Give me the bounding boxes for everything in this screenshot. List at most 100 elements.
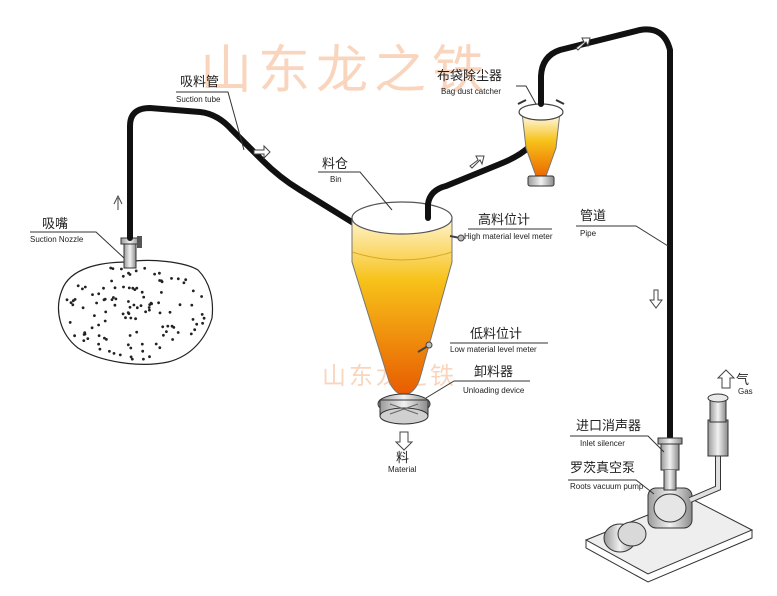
leader-bag-dust-catcher xyxy=(516,85,537,105)
pile-dot xyxy=(71,299,75,303)
pile-dot xyxy=(158,346,162,350)
pile-dot xyxy=(69,301,73,304)
pile-dot xyxy=(98,347,102,351)
pile-dot xyxy=(166,324,170,328)
pile-dot xyxy=(105,338,108,341)
pile-dot xyxy=(162,333,165,337)
pile-dot xyxy=(110,279,113,283)
flow-arrow-up-nozzle xyxy=(113,194,123,210)
pile-dot xyxy=(114,297,118,301)
pile-dot xyxy=(158,279,162,282)
pile-dot xyxy=(158,311,162,315)
label-roots-pump-en: Roots vacuum pump xyxy=(570,482,644,491)
label-suction-tube-cn: 吸料管 xyxy=(180,75,219,90)
pile-dot xyxy=(134,269,138,273)
unloading-device xyxy=(377,393,431,425)
leader-bin xyxy=(318,171,393,211)
pile-dot xyxy=(202,316,206,320)
pile-dot xyxy=(104,310,108,314)
label-bag-dust-catcher-en: Bag dust catcher xyxy=(441,87,501,96)
pile-dot xyxy=(129,355,133,359)
pile-dot xyxy=(103,336,106,340)
flow-arrow-material xyxy=(394,431,414,451)
pile-dot xyxy=(121,312,125,316)
bag-dust-catcher xyxy=(517,99,565,187)
pile-dot xyxy=(68,321,72,324)
pile-dot xyxy=(97,342,100,346)
pile-dot xyxy=(189,332,193,336)
pile-dot xyxy=(160,291,163,294)
leader-unloading xyxy=(425,380,530,399)
pile-dot xyxy=(103,319,107,323)
pile-dot xyxy=(170,277,173,280)
pile-dot xyxy=(160,280,164,284)
pile-dot xyxy=(195,322,199,326)
label-suction-nozzle: 吸嘴 Suction Nozzle xyxy=(30,217,84,244)
pile-dot xyxy=(154,342,158,346)
pile-dot xyxy=(193,328,197,332)
pile-dot xyxy=(134,317,138,321)
pile-dot xyxy=(129,316,133,320)
leader-pipe xyxy=(576,225,669,247)
high-level-meter-probe xyxy=(449,234,465,242)
label-low-level-meter-en: Low material level meter xyxy=(450,345,537,354)
pile-dot xyxy=(81,287,84,291)
pile-dot xyxy=(128,334,132,337)
pile-dot xyxy=(170,324,174,328)
label-material-en: Material xyxy=(388,465,417,474)
pile-dot xyxy=(103,297,107,301)
leader-inlet-silencer xyxy=(570,435,665,453)
label-gas-cn: 气 xyxy=(736,372,749,388)
pile-dot xyxy=(113,286,117,290)
suction-tube-pipe xyxy=(127,104,371,241)
pile-dot xyxy=(182,281,186,285)
pile-dot xyxy=(165,330,168,333)
pile-dot xyxy=(108,349,111,353)
pile-dot xyxy=(135,330,139,334)
pile-dot xyxy=(128,305,132,309)
pile-dot xyxy=(81,306,85,310)
pile-dot xyxy=(121,274,125,278)
pile-dot xyxy=(143,266,147,270)
label-suction-nozzle-cn: 吸嘴 xyxy=(42,217,68,232)
pile-dot xyxy=(144,310,148,314)
pile-dot xyxy=(139,304,143,307)
pile-dot xyxy=(110,298,114,301)
label-unloading-device: 卸料器 Unloading device xyxy=(463,364,525,395)
pile-dot xyxy=(76,284,80,288)
label-bin-cn: 料仓 xyxy=(322,157,348,172)
material-pile xyxy=(57,259,214,365)
main-pipe xyxy=(538,26,673,443)
pile-dot xyxy=(95,301,98,305)
pile-dot xyxy=(93,314,96,317)
flow-arrow-top-pipe xyxy=(575,37,591,51)
pile-dot xyxy=(113,303,117,307)
pile-dot xyxy=(86,337,90,340)
pile-dot xyxy=(127,286,131,290)
leader-suction-nozzle xyxy=(30,231,125,259)
label-inlet-silencer-cn: 进口消声器 xyxy=(576,419,641,434)
label-gas-en: Gas xyxy=(738,387,753,396)
label-gas: 气 Gas xyxy=(736,372,753,396)
label-unloading-device-en: Unloading device xyxy=(463,386,525,395)
pile-dot xyxy=(111,267,115,270)
pile-dot xyxy=(140,290,144,294)
pile-dot xyxy=(147,306,151,309)
pile-dot xyxy=(129,346,133,350)
label-high-level-meter-en: High material level meter xyxy=(464,232,553,241)
label-inlet-silencer: 进口消声器 Inlet silencer xyxy=(576,419,641,448)
leader-suction-tube xyxy=(176,91,245,151)
flow-arrow-gas xyxy=(716,369,736,389)
label-bin-en: Bin xyxy=(330,175,342,184)
pile-dot xyxy=(127,271,130,275)
pile-dot xyxy=(176,331,180,334)
label-inlet-silencer-en: Inlet silencer xyxy=(580,439,625,448)
label-high-level-meter-cn: 高料位计 xyxy=(478,212,530,228)
flow-arrow-right-tube xyxy=(253,144,271,160)
low-level-meter-probe xyxy=(417,341,433,353)
leader-roots-pump xyxy=(568,479,655,495)
pile-dot xyxy=(191,289,195,293)
pile-dot xyxy=(201,321,205,325)
